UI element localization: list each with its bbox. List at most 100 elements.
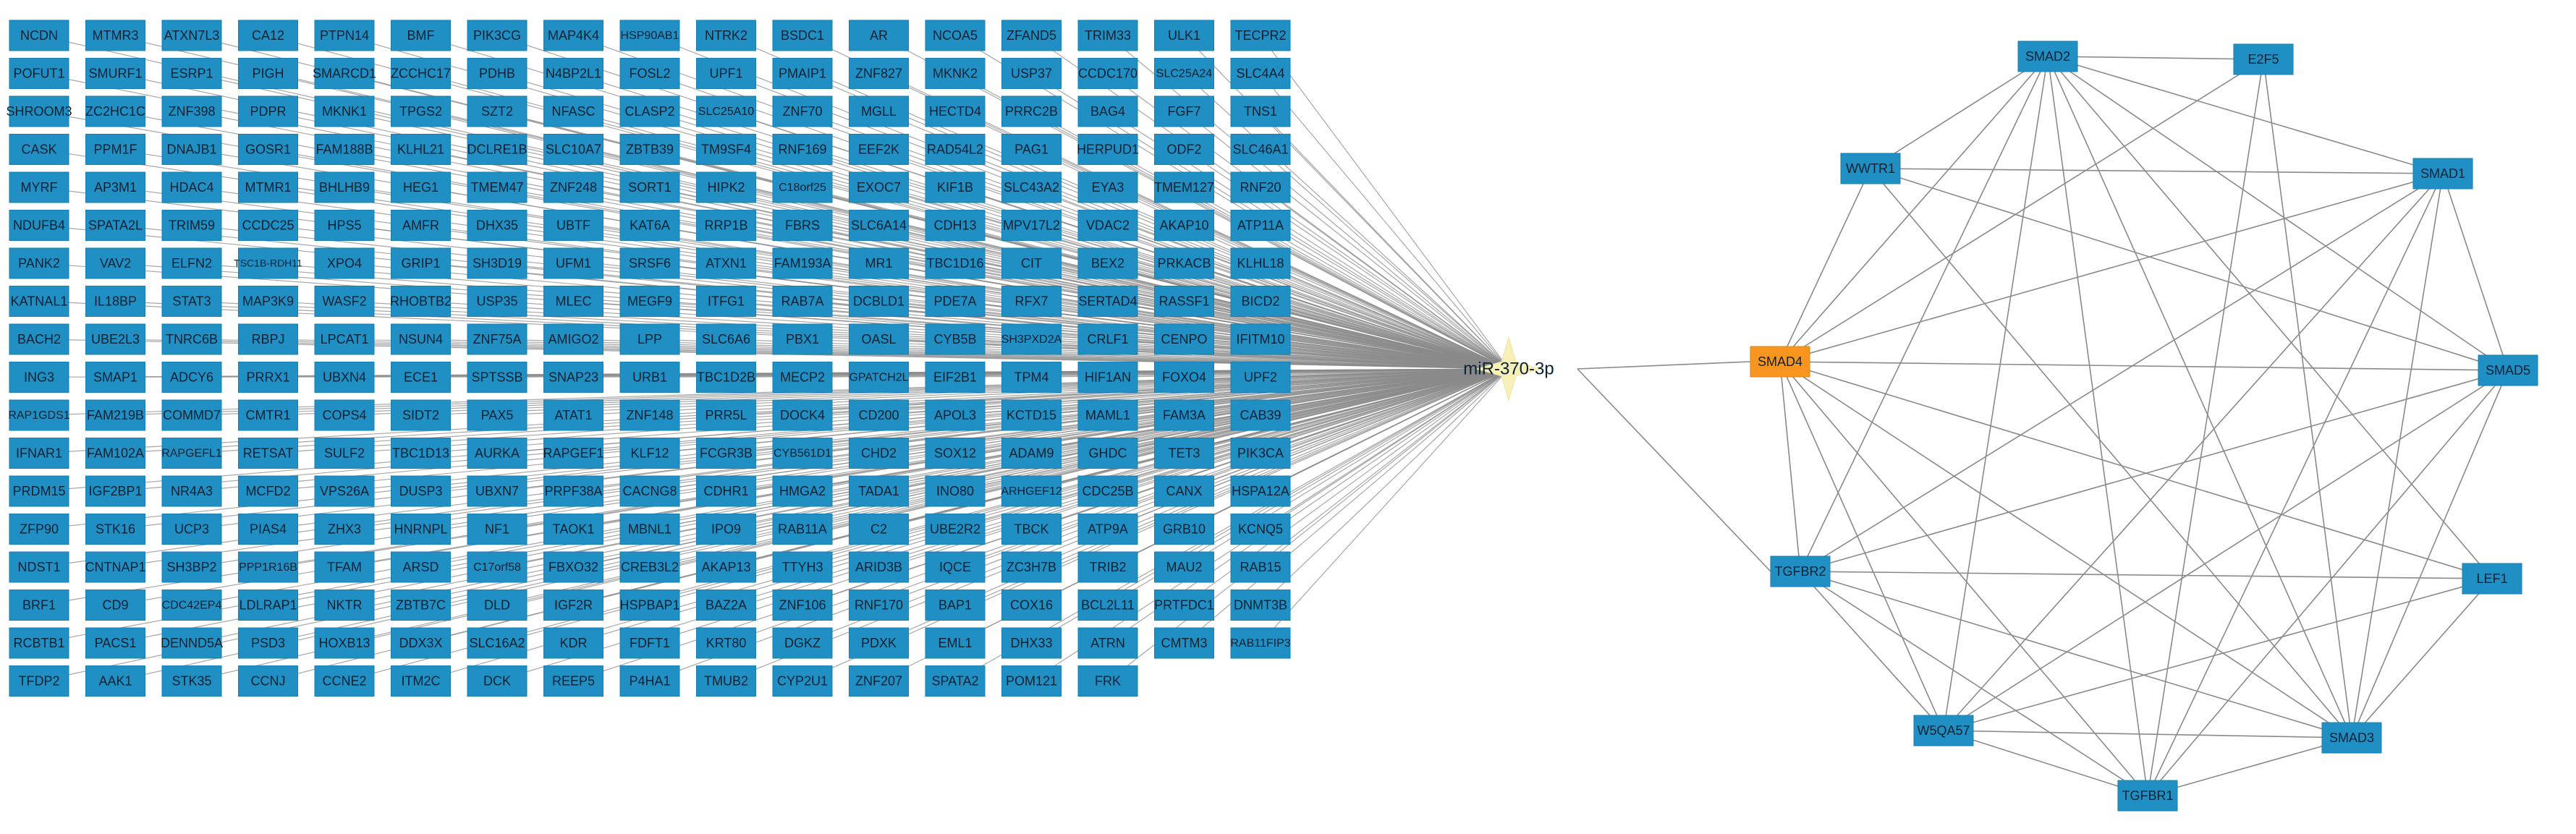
gene-node-vdac2[interactable]: VDAC2 [1077,210,1138,241]
gene-node-znf827[interactable]: ZNF827 [849,58,909,89]
gene-node-xpo4[interactable]: XPO4 [314,247,375,279]
gene-node-sidt2[interactable]: SIDT2 [391,399,451,431]
gene-node-dnmt3b[interactable]: DNMT3B [1230,590,1291,621]
gene-node-lpcat1[interactable]: LPCAT1 [314,323,375,355]
gene-node-arid3b[interactable]: ARID3B [849,551,909,583]
gene-node-mau2[interactable]: MAU2 [1154,551,1214,583]
gene-node-tbc1d13[interactable]: TBC1D13 [391,438,451,469]
gene-node-spata2l[interactable]: SPATA2L [85,210,145,241]
gene-node-taok1[interactable]: TAOK1 [543,514,603,545]
gene-node-dennd5a[interactable]: DENND5A [161,627,223,659]
gene-node-heg1[interactable]: HEG1 [391,171,451,203]
gene-node-klhl18[interactable]: KLHL18 [1230,247,1291,279]
gene-node-klhl21[interactable]: KLHL21 [391,134,451,165]
gene-node-akap13[interactable]: AKAP13 [696,551,756,583]
gene-node-cacng8[interactable]: CACNG8 [619,475,680,507]
gene-node-mtmr3[interactable]: MTMR3 [85,20,145,51]
gene-node-znf70[interactable]: ZNF70 [772,95,833,127]
gene-node-gosr1[interactable]: GOSR1 [238,134,298,165]
gene-node-ghdc[interactable]: GHDC [1077,438,1138,469]
gene-node-zfp90[interactable]: ZFP90 [9,514,69,545]
gene-node-herpud1[interactable]: HERPUD1 [1077,134,1139,165]
gene-node-pias4[interactable]: PIAS4 [238,514,298,545]
gene-node-ubxn4[interactable]: UBXN4 [314,362,375,393]
gene-node-hdac4[interactable]: HDAC4 [161,171,222,203]
gene-node-pom121[interactable]: POM121 [1001,665,1062,697]
gene-node-c2[interactable]: C2 [849,514,909,545]
gene-node-ncdn[interactable]: NCDN [9,20,69,51]
gene-node-mbnl1[interactable]: MBNL1 [619,514,680,545]
gene-node-lpp[interactable]: LPP [619,323,680,355]
gene-node-cyb561d1[interactable]: CYB561D1 [772,438,833,469]
gene-node-pofut1[interactable]: POFUT1 [9,58,69,89]
ppi-node-smad3[interactable]: SMAD3 [2321,722,2382,754]
gene-node-zc2hc1c[interactable]: ZC2HC1C [85,95,145,127]
gene-node-fgf7[interactable]: FGF7 [1154,95,1214,127]
gene-node-commd7[interactable]: COMMD7 [161,399,222,431]
gene-node-ntrk2[interactable]: NTRK2 [696,20,756,51]
gene-node-rnf169[interactable]: RNF169 [772,134,833,165]
gene-node-ccdc170[interactable]: CCDC170 [1077,58,1138,89]
gene-node-dhx33[interactable]: DHX33 [1001,627,1062,659]
gene-node-dock4[interactable]: DOCK4 [772,399,833,431]
gene-node-aak1[interactable]: AAK1 [85,665,145,697]
gene-node-pde7a[interactable]: PDE7A [925,286,986,317]
gene-node-cenpo[interactable]: CENPO [1154,323,1214,355]
gene-node-szt2[interactable]: SZT2 [467,95,528,127]
gene-node-rad54l2[interactable]: RAD54L2 [925,134,986,165]
gene-node-brf1[interactable]: BRF1 [9,590,69,621]
gene-node-ca12[interactable]: CA12 [238,20,298,51]
gene-node-cask[interactable]: CASK [9,134,69,165]
gene-node-hif1an[interactable]: HIF1AN [1077,362,1138,393]
gene-node-ddx3x[interactable]: DDX3X [391,627,451,659]
gene-node-arsd[interactable]: ARSD [391,551,451,583]
gene-node-odf2[interactable]: ODF2 [1154,134,1214,165]
gene-node-tada1[interactable]: TADA1 [849,475,909,507]
gene-node-tbc1d16[interactable]: TBC1D16 [925,247,986,279]
gene-node-pigh[interactable]: PIGH [238,58,298,89]
gene-node-hspbap1[interactable]: HSPBAP1 [619,590,680,621]
gene-node-znf398[interactable]: ZNF398 [161,95,222,127]
gene-node-slc46a1[interactable]: SLC46A1 [1230,134,1291,165]
gene-node-sh3d19[interactable]: SH3D19 [467,247,528,279]
gene-node-rab15[interactable]: RAB15 [1230,551,1291,583]
gene-node-zbtb39[interactable]: ZBTB39 [619,134,680,165]
gene-node-rnf20[interactable]: RNF20 [1230,171,1291,203]
gene-node-bach2[interactable]: BACH2 [9,323,69,355]
gene-node-cdc25b[interactable]: CDC25B [1077,475,1138,507]
gene-node-atxn7l3[interactable]: ATXN7L3 [161,20,222,51]
gene-node-slc6a6[interactable]: SLC6A6 [696,323,756,355]
gene-node-tsc1b-rdh11[interactable]: TSC1B-RDH11 [234,247,302,279]
gene-node-pik3cg[interactable]: PIK3CG [467,20,528,51]
gene-node-znf248[interactable]: ZNF248 [543,171,603,203]
gene-node-bap1[interactable]: BAP1 [925,590,986,621]
gene-node-mecp2[interactable]: MECP2 [772,362,833,393]
gene-node-ccne2[interactable]: CCNE2 [314,665,375,697]
gene-node-kdr[interactable]: KDR [543,627,603,659]
gene-node-stk35[interactable]: STK35 [161,665,222,697]
gene-node-kcnq5[interactable]: KCNQ5 [1230,514,1291,545]
gene-node-stat3[interactable]: STAT3 [161,286,222,317]
gene-node-ppm1f[interactable]: PPM1F [85,134,145,165]
gene-node-c17orf58[interactable]: C17orf58 [467,551,528,583]
gene-node-grip1[interactable]: GRIP1 [391,247,451,279]
gene-node-rab7a[interactable]: RAB7A [772,286,833,317]
gene-node-cops4[interactable]: COPS4 [314,399,375,431]
gene-node-fcgr3b[interactable]: FCGR3B [696,438,756,469]
gene-node-foxo4[interactable]: FOXO4 [1154,362,1214,393]
gene-node-smurf1[interactable]: SMURF1 [85,58,145,89]
gene-node-kif1b[interactable]: KIF1B [925,171,986,203]
gene-node-bsdc1[interactable]: BSDC1 [772,20,833,51]
gene-node-map4k4[interactable]: MAP4K4 [543,20,603,51]
gene-node-tfdp2[interactable]: TFDP2 [9,665,69,697]
gene-node-akap10[interactable]: AKAP10 [1154,210,1214,241]
ppi-node-smad5[interactable]: SMAD5 [2478,354,2538,386]
gene-node-cab39[interactable]: CAB39 [1230,399,1291,431]
gene-node-tmub2[interactable]: TMUB2 [696,665,756,697]
gene-node-usp35[interactable]: USP35 [467,286,528,317]
gene-node-il18bp[interactable]: IL18BP [85,286,145,317]
gene-node-urb1[interactable]: URB1 [619,362,680,393]
gene-node-chd2[interactable]: CHD2 [849,438,909,469]
gene-node-mknk1[interactable]: MKNK1 [314,95,375,127]
gene-node-tmem47[interactable]: TMEM47 [467,171,528,203]
